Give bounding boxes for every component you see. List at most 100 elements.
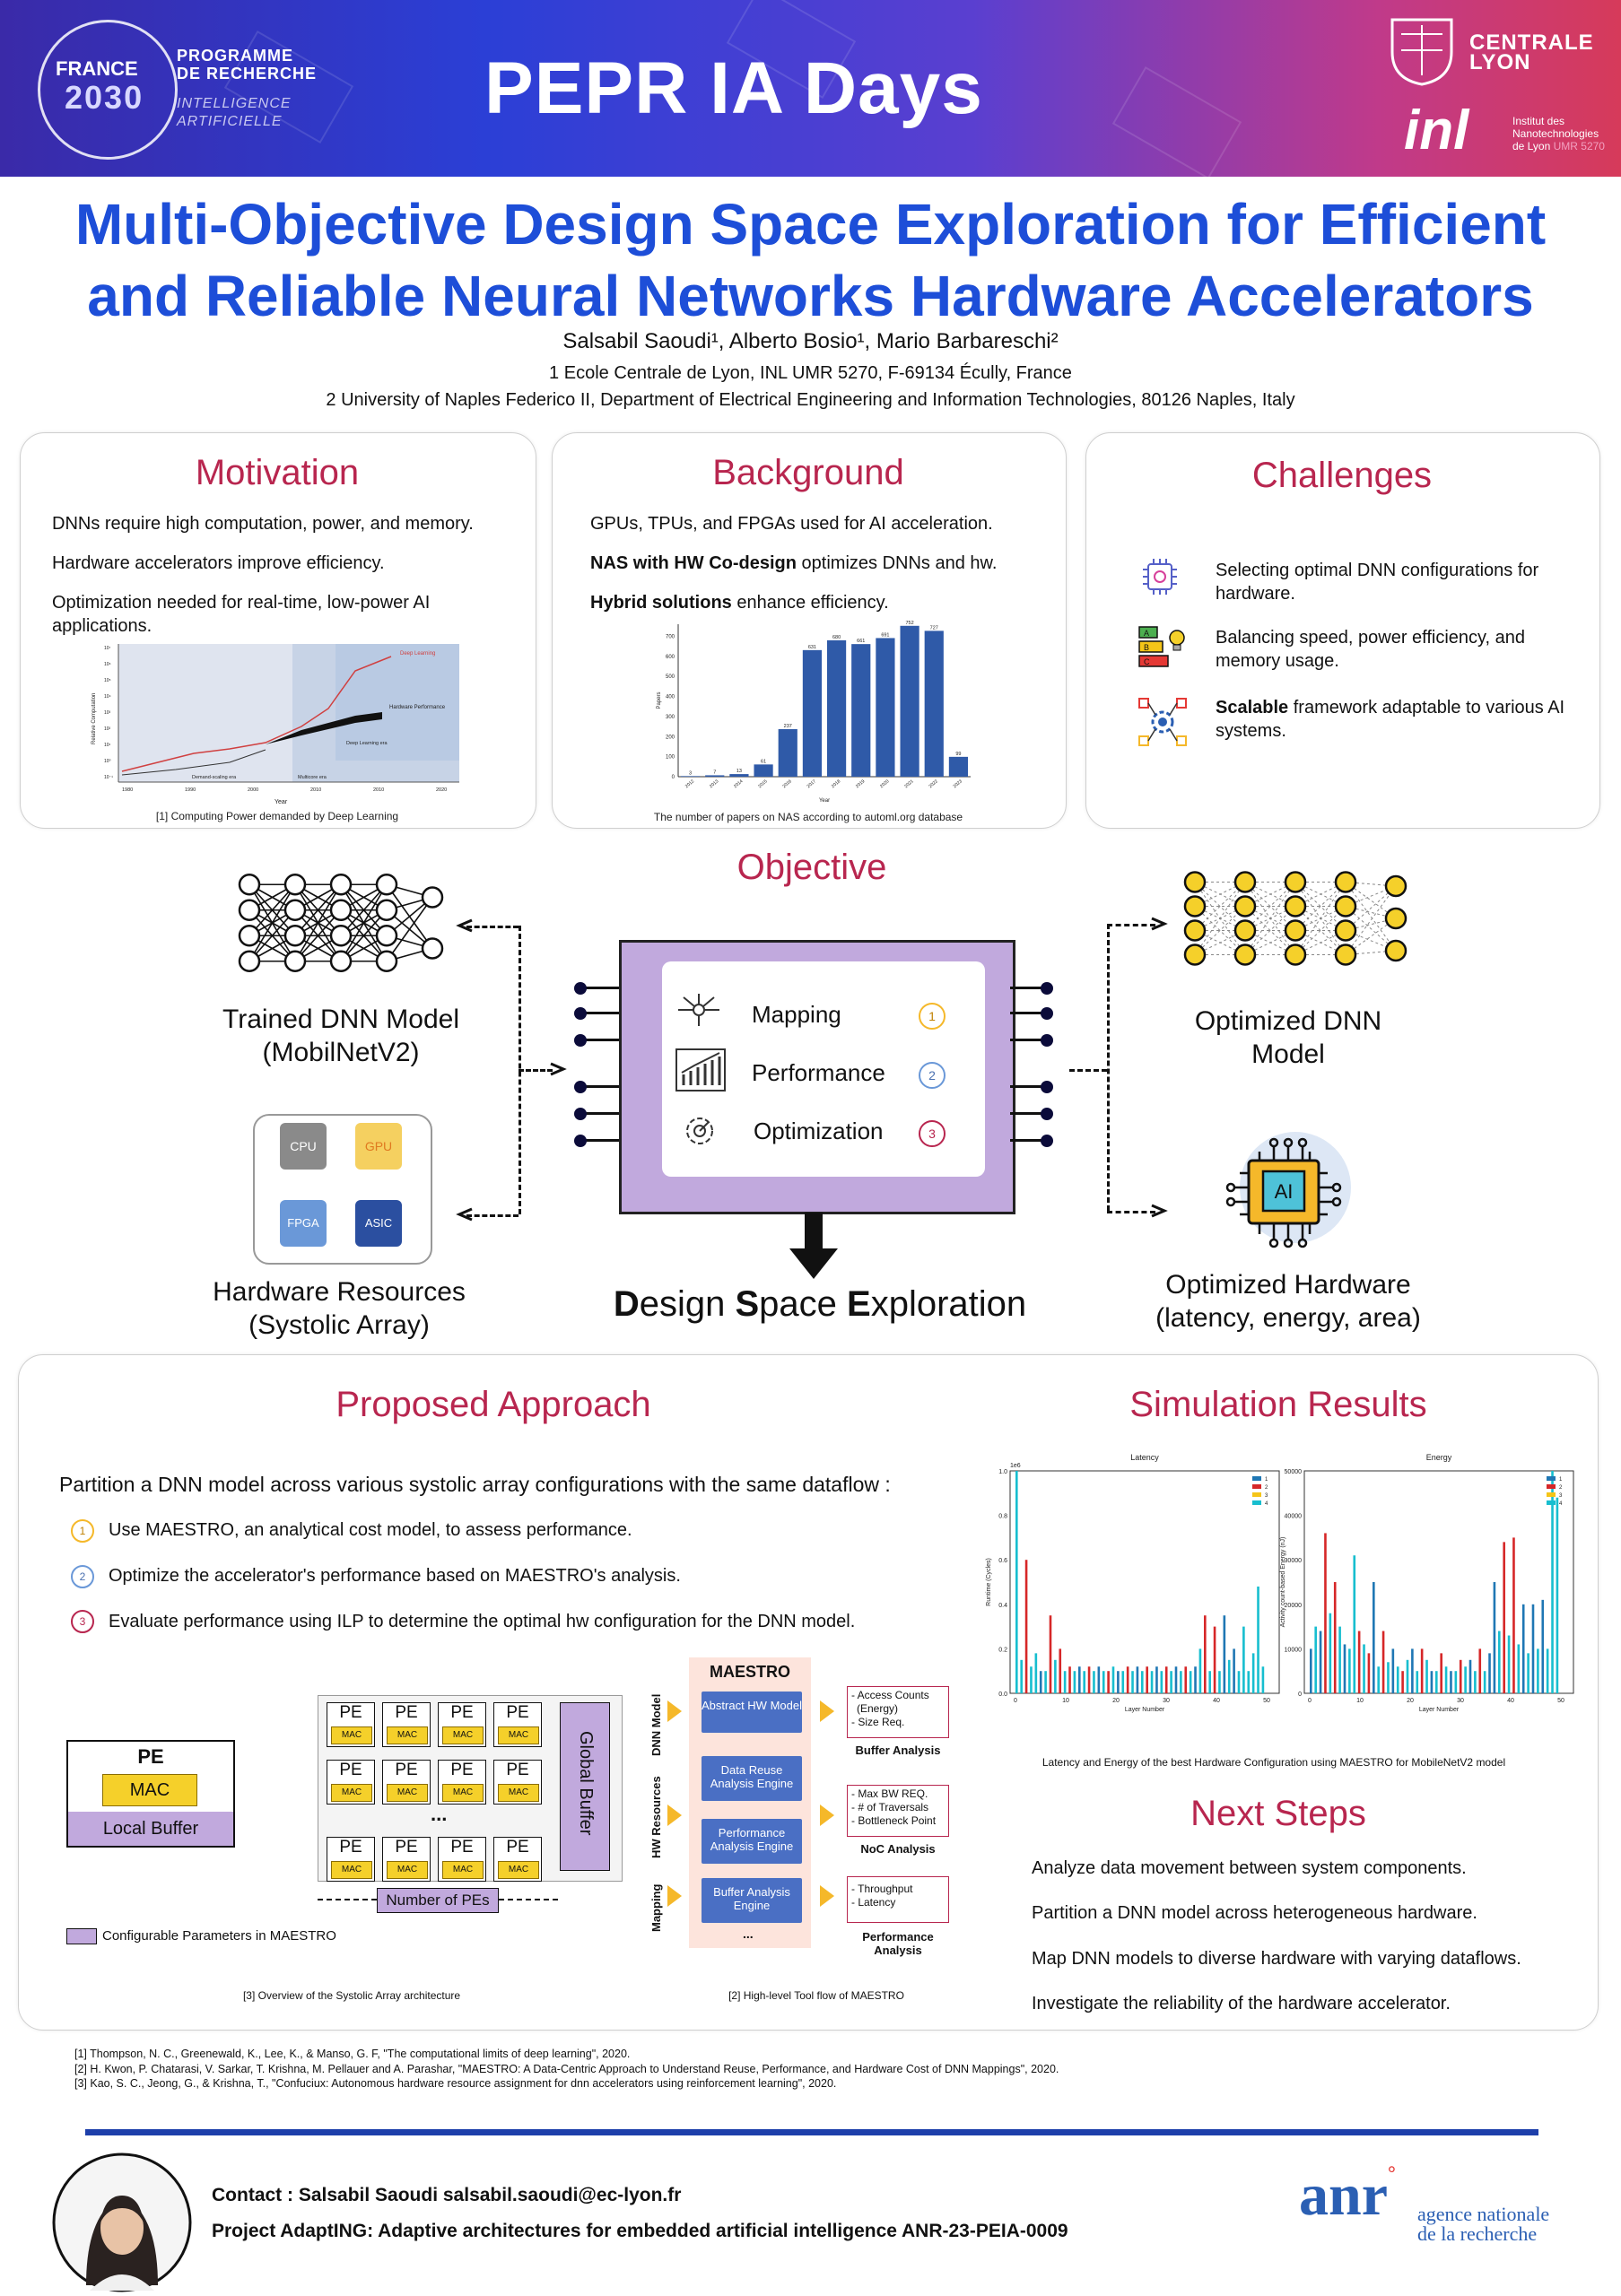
centrale-text: CENTRALE [1469,30,1594,55]
pe-cell-mac: MAC [442,1784,484,1802]
scalable-gear-icon [1138,698,1187,746]
result-bar [1503,1542,1505,1693]
optimized-hardware-label: Optimized Hardware (latency, energy, are… [1155,1270,1421,1333]
nn-node [1183,871,1207,893]
result-bar [1381,1631,1385,1693]
result-bar [1338,1626,1341,1693]
result-bar [1194,1666,1197,1693]
ai-chip-icon: AI [1225,1132,1351,1248]
result-bar [1247,1671,1251,1693]
challenges-title: Challenges [1251,456,1433,495]
bar [802,649,823,777]
chip-pin-dot [1041,1007,1053,1020]
performance-chart-icon [675,1048,726,1091]
result-bar [1551,1471,1554,1693]
result-bar [1024,1560,1028,1693]
nn-node [1334,895,1357,918]
nn-edge [1345,885,1397,955]
next-step-2: Partition a DNN model across heterogeneo… [1032,1903,1477,1923]
output-line: (Energy) [857,1702,899,1715]
y-tick-label: 30000 [1285,1558,1303,1564]
arrow-right-icon [550,1062,567,1076]
optimized-network-icon [1183,871,1407,966]
result-bar [1126,1666,1129,1693]
nn-node [1233,895,1257,918]
result-bar [1527,1653,1529,1693]
result-bar [1324,1533,1327,1693]
result-bar [1093,1671,1095,1693]
output-arrow-icon [820,1700,834,1722]
fig-label-deep-learning: Deep Learning [400,651,435,657]
step-mapping-label: Mapping [752,1001,841,1028]
y-tick-label: 0 [672,775,675,780]
motivation-caption: [1] Computing Power demanded by Deep Lea… [155,810,399,822]
pe-cell-mac: MAC [442,1726,484,1744]
result-bar [1160,1671,1163,1693]
legend-label: 2 [1265,1485,1268,1491]
result-bar [1391,1648,1395,1693]
bar [948,756,969,777]
bar [826,639,847,777]
nn-node [375,899,398,921]
arrow-right-icon [1151,1204,1168,1218]
y-tick-label: 0.8 [998,1514,1007,1520]
chip-pin-right [1010,1085,1044,1088]
maestro-block-abstract: Abstract HW Model [702,1692,802,1733]
header-banner: FRANCE 2030 PROGRAMME DE RECHERCHE INTEL… [0,0,1621,180]
nn-edge [1244,906,1296,955]
fig-label-ds-era: Demand-scaling era [192,775,237,780]
project-text: Project AdaptING: Adaptive architectures… [212,2221,1068,2241]
chip-pin-right [1010,1112,1044,1115]
result-bar [1401,1671,1404,1693]
result-bar [1333,1582,1337,1693]
y-tick-label: 40000 [1285,1514,1303,1520]
nn-node [329,874,353,896]
nn-node [1334,919,1357,942]
chip-pin-left [583,1039,619,1041]
input-arrow-icon [667,1700,682,1722]
legend-swatch [1252,1500,1261,1505]
result-bar [1348,1648,1351,1693]
result-bar [1377,1666,1380,1693]
legend-label: 4 [1559,1501,1563,1507]
output-arrow-icon [820,1885,834,1907]
bar-value-label: 631 [808,645,816,650]
chart-title: Latency [1130,1453,1159,1462]
nas-papers-chart: 0100200300400500600700320127201313201461… [657,621,971,804]
nn-edge [294,883,342,936]
pe-cell-mac: MAC [442,1861,484,1879]
svg-text:B: B [1144,643,1149,652]
svg-text:A: A [1144,629,1149,638]
nn-node [1334,944,1357,966]
x-tick-label: 10 [1356,1698,1364,1704]
legend-swatch [1252,1492,1261,1497]
nn-node [238,950,261,972]
result-bar [1444,1666,1448,1693]
nn-node [1384,874,1407,898]
y-tick-label: 0.6 [998,1558,1007,1564]
reference-2: [2] H. Kwon, P. Chatarasi, V. Sarkar, T.… [74,2063,1059,2075]
step-badge-1: 1 [919,1003,946,1030]
result-bar [1170,1671,1172,1693]
result-bar [1054,1659,1057,1693]
result-bar [1537,1648,1539,1693]
pe-cell-mac: MAC [331,1726,372,1744]
result-bar [1087,1666,1091,1693]
y-tick-label: 100 [666,755,675,761]
x-tick-label: 2012 [684,778,696,789]
result-bar [1541,1599,1545,1693]
output-noc-box: - Max BW REQ. - # of Traversals - Bottle… [847,1785,949,1837]
nn-node [283,950,307,972]
motivation-title: Motivation [195,453,360,492]
pe-cell-mac: MAC [387,1726,428,1744]
pe-cell-label: PE [506,1703,529,1722]
result-bar [1141,1671,1144,1693]
result-bar [1136,1666,1139,1693]
chip-pin-right [1010,1039,1044,1041]
chip-pin-dot [1041,982,1053,995]
x-tick-label: 10 [1062,1698,1069,1704]
y-axis-label: Papers [657,691,662,709]
right-connector-mid [1069,1069,1107,1072]
